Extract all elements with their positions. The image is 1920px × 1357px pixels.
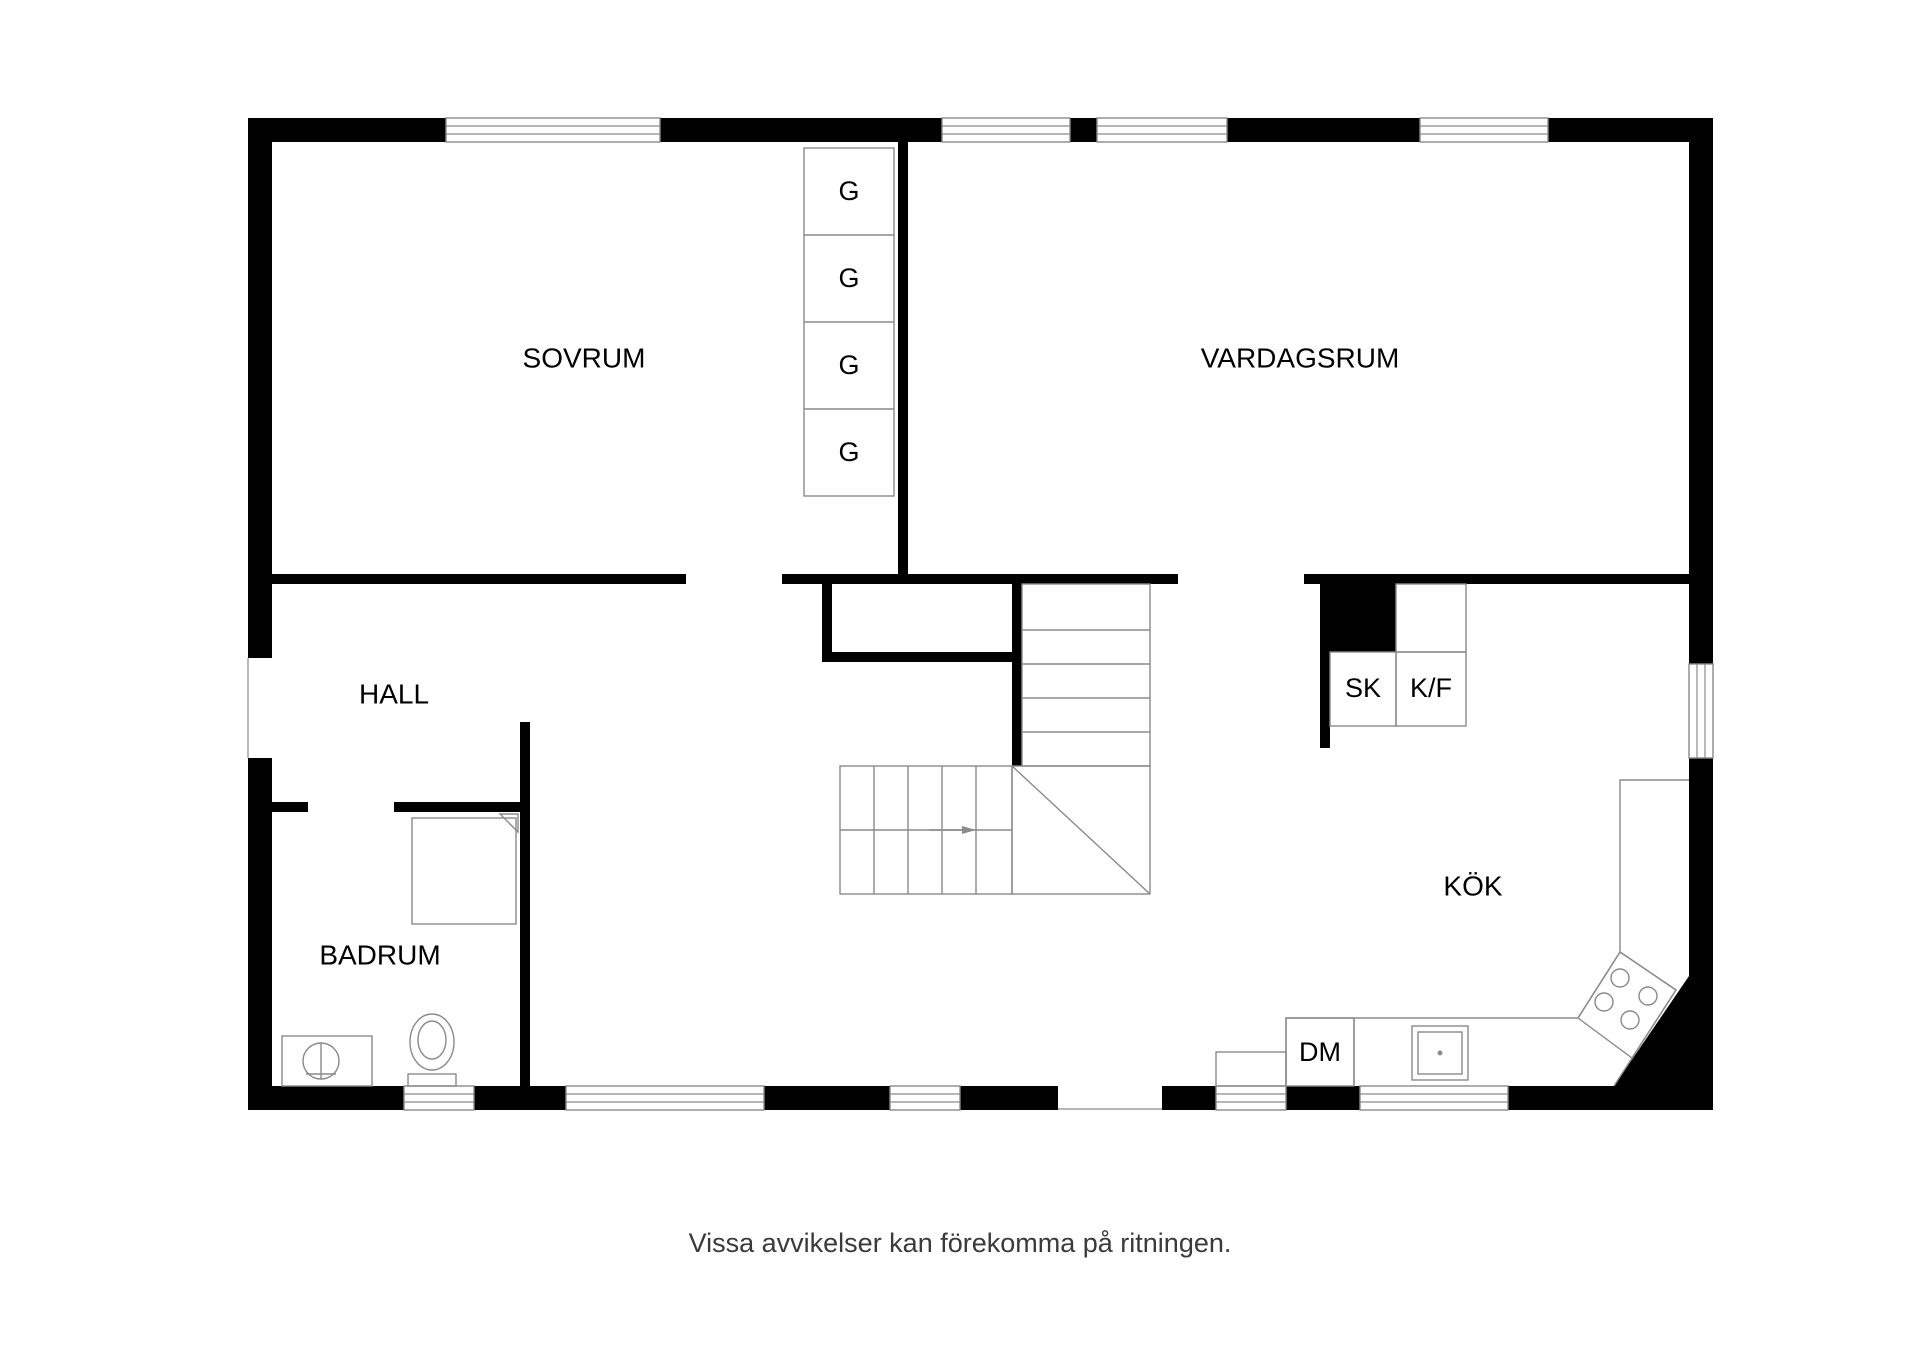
stair-arrow-head-icon bbox=[962, 826, 976, 834]
room-label-sovrum: SOVRUM bbox=[523, 342, 646, 373]
disclaimer-text: Vissa avvikelser kan förekomma på ritnin… bbox=[688, 1228, 1232, 1258]
wardrobe-label: G bbox=[838, 176, 859, 206]
window bbox=[1419, 117, 1549, 143]
kf-label: K/F bbox=[1410, 673, 1452, 703]
window bbox=[941, 117, 1071, 143]
dm-label: DM bbox=[1299, 1037, 1341, 1067]
kf-cabinet bbox=[1395, 651, 1467, 727]
window bbox=[1096, 117, 1228, 143]
window bbox=[565, 1085, 765, 1111]
stove-icon bbox=[1577, 951, 1677, 1060]
shower-corner-icon bbox=[498, 813, 519, 834]
side-counter bbox=[1215, 1051, 1287, 1087]
room-label-hall: HALL bbox=[359, 678, 429, 709]
wardrobe-label: G bbox=[838, 350, 859, 380]
room-label-kok: KÖK bbox=[1443, 870, 1502, 901]
wardrobe-label: G bbox=[838, 437, 859, 467]
windows bbox=[403, 117, 1714, 1111]
kitchen-fixtures: SK K/F DM bbox=[1215, 583, 1689, 1087]
kitchen-corner-column bbox=[1614, 976, 1689, 1086]
interior-walls bbox=[272, 142, 1689, 1086]
staircase bbox=[839, 583, 1151, 895]
toilet-icon bbox=[409, 1013, 455, 1071]
sink-cabinet-icon bbox=[281, 1035, 373, 1087]
window bbox=[1359, 1085, 1509, 1111]
window bbox=[1688, 663, 1714, 759]
window bbox=[403, 1085, 475, 1111]
room-labels: SOVRUM VARDAGSRUM HALL BADRUM KÖK bbox=[319, 342, 1503, 970]
window bbox=[445, 117, 661, 143]
exterior-walls bbox=[247, 118, 1713, 1110]
bathroom-fixtures bbox=[281, 813, 519, 1087]
window bbox=[1215, 1085, 1287, 1111]
window bbox=[889, 1085, 961, 1111]
kf-top-cabinet bbox=[1395, 583, 1467, 653]
room-label-vardagsrum: VARDAGSRUM bbox=[1201, 342, 1400, 373]
toilet-tank-icon bbox=[407, 1073, 457, 1087]
shower-icon bbox=[411, 817, 517, 925]
room-label-badrum: BADRUM bbox=[319, 939, 440, 970]
kitchen-sink-icon bbox=[1411, 1025, 1469, 1081]
sk-label: SK bbox=[1345, 673, 1381, 703]
wardrobes: G G G G bbox=[803, 147, 895, 497]
wardrobe-label: G bbox=[838, 263, 859, 293]
